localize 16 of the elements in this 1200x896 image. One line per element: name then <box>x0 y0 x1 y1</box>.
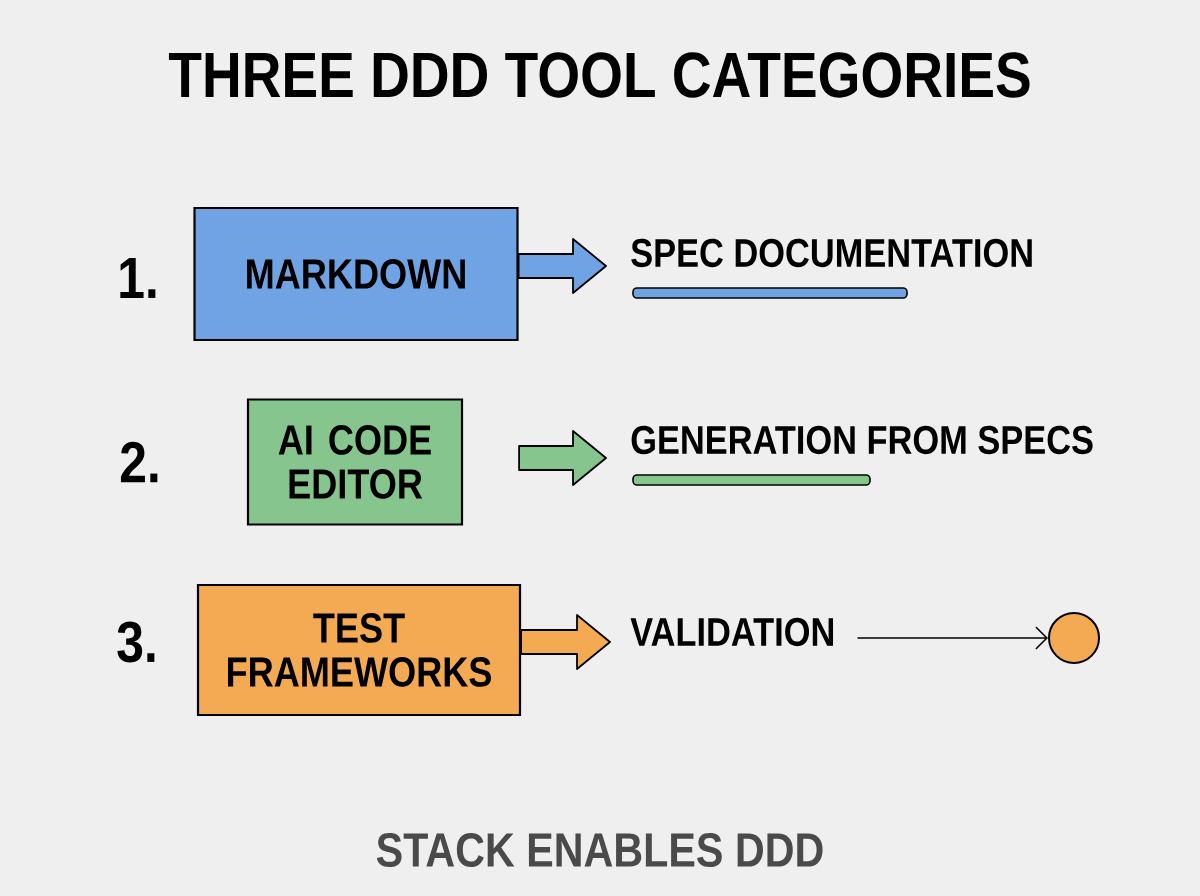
category-box: TEST FRAMEWORKS <box>196 583 522 717</box>
arrow <box>856 626 1048 650</box>
caption: STACK ENABLES DDD <box>376 833 823 867</box>
title: THREE DDD TOOL CATEGORIES <box>168 52 1030 98</box>
block-arrow <box>520 614 611 670</box>
step-number: 1. <box>120 258 156 298</box>
end-circle <box>1048 612 1100 664</box>
category-box: MARKDOWN <box>193 206 519 342</box>
block-arrow <box>517 238 607 294</box>
outcome-text: VALIDATION <box>630 617 833 647</box>
outcome-text: SPEC DOCUMENTATION <box>631 238 1032 268</box>
outcome-text: GENERATION FROM SPECS <box>631 425 1093 455</box>
category-box: AI CODE EDITOR <box>246 398 464 526</box>
step-number: 2. <box>120 441 158 483</box>
block-arrow <box>518 430 607 486</box>
step-number: 3. <box>117 621 155 663</box>
